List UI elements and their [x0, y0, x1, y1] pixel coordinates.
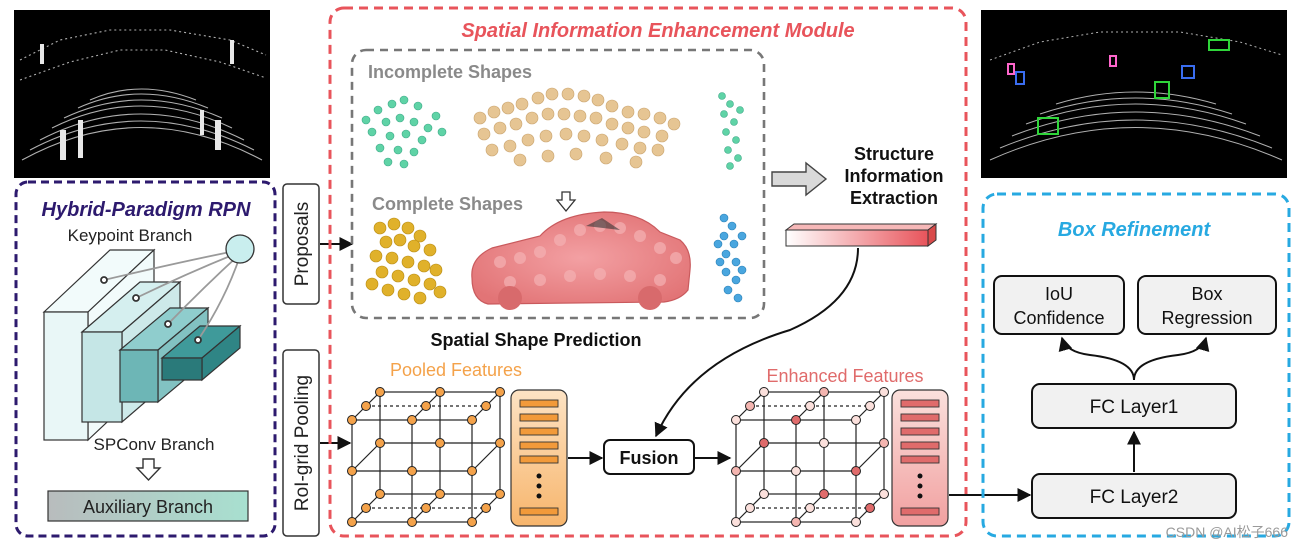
sie-module-container	[328, 6, 968, 538]
box-reg-label-line1: Box	[1191, 284, 1222, 304]
fusion-box	[603, 439, 695, 475]
roi-pooling-box	[282, 349, 320, 537]
roi-pooling-label: RoI-grid Pooling	[292, 375, 313, 511]
incomplete-shapes-label: Incomplete Shapes	[368, 62, 532, 82]
proposals-label: Proposals	[292, 202, 313, 287]
enhanced-feature-grid	[735, 391, 885, 523]
auxiliary-branch-box	[47, 490, 249, 522]
structure-arrow-icon	[771, 161, 828, 197]
enhanced-grid-points	[731, 387, 889, 527]
shape-prediction-container	[350, 48, 766, 320]
iou-confidence-box	[993, 275, 1125, 335]
complete-car-shape	[471, 211, 691, 310]
iou-label-line2: Confidence	[1013, 308, 1104, 328]
down-arrow-icon	[135, 458, 162, 482]
pooled-features-label: Pooled Features	[390, 360, 522, 380]
auxiliary-branch-label: Auxiliary Branch	[83, 497, 213, 517]
pooled-feature-stack	[510, 389, 568, 527]
complete-cyclist-points	[713, 213, 747, 303]
pooled-feature-grid	[351, 391, 501, 523]
incomplete-pedestrian-points	[361, 95, 447, 169]
complete-shapes-label: Complete Shapes	[372, 194, 523, 214]
fusion-label: Fusion	[620, 448, 679, 468]
proposals-box	[282, 183, 320, 305]
structure-to-fusion-arrow	[654, 247, 859, 438]
spconv-layers	[42, 248, 242, 442]
complete-pedestrian-points	[365, 217, 447, 305]
structure-extraction-label-2: Information	[845, 166, 944, 186]
box-regression-box	[1137, 275, 1277, 335]
keypoint-branch-label: Keypoint Branch	[68, 226, 193, 245]
box-reg-label-line2: Regression	[1161, 308, 1252, 328]
lidar-output-image	[981, 10, 1287, 178]
fc1-to-boxreg-arrow	[1133, 336, 1210, 381]
fc-layer2-box	[1031, 473, 1237, 519]
box-refinement-container	[981, 192, 1291, 538]
fc-layer1-box	[1031, 383, 1237, 429]
sie-module-title: Spatial Information Enhancement Module	[461, 20, 854, 42]
fc1-to-iou-arrow	[1058, 336, 1135, 381]
incomplete-car-points	[473, 87, 681, 169]
shape-prediction-label: Spatial Shape Prediction	[430, 330, 641, 350]
structure-extraction-label-3: Extraction	[850, 188, 938, 208]
down-arrow-icon	[555, 191, 577, 213]
lidar-input-image	[14, 10, 270, 178]
box-refinement-title: Box Refinement	[1058, 219, 1212, 241]
keypoint-node-icon	[225, 234, 255, 264]
rpn-container	[14, 180, 277, 538]
fc-layer1-label: FC Layer1	[1090, 397, 1179, 418]
watermark: CSDN @AI松子666	[1165, 524, 1288, 540]
rpn-title: Hybrid-Paradigm RPN	[42, 199, 251, 221]
enhanced-features-label: Enhanced Features	[766, 366, 923, 386]
iou-label-line1: IoU	[1045, 284, 1073, 304]
fc-layer2-label: FC Layer2	[1090, 487, 1179, 508]
enhanced-feature-stack	[891, 389, 949, 527]
structure-feature-bar	[784, 223, 938, 247]
spconv-branch-label: SPConv Branch	[94, 435, 215, 454]
incomplete-cyclist-points	[718, 92, 744, 170]
pooled-grid-points	[347, 387, 505, 527]
structure-extraction-label-1: Structure	[854, 144, 934, 164]
